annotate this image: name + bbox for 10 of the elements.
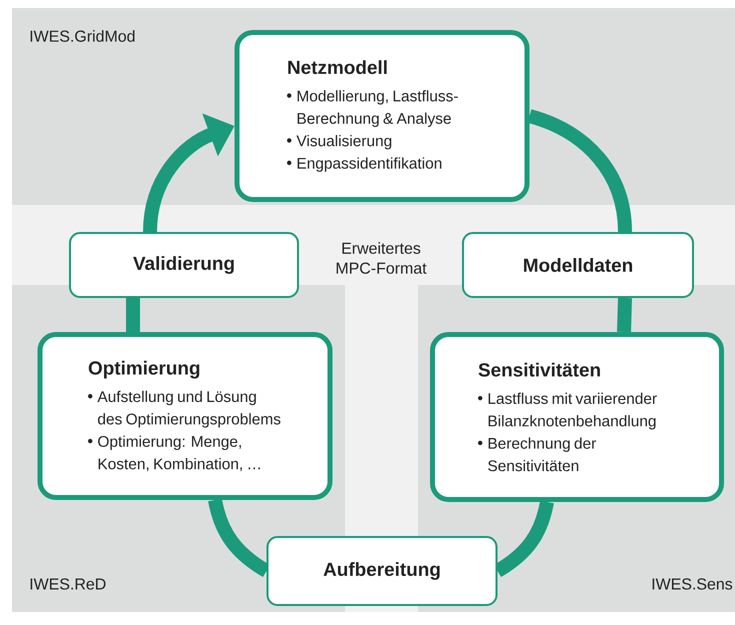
annotation-text: Erweitertes MPC-Format	[336, 242, 426, 274]
process-box: Optimierung Aufstellung und Lösung des Optimierungsproblems Optimierung: Menge, Kosten, Kombination, …	[38, 332, 332, 500]
annotation-text: IWES.Sens	[652, 578, 732, 590]
process-box: Netzmodell Modellierung, Lastfluss-Berechnung & Analyse Visualisierung Engpassidentifikation	[234, 30, 530, 202]
annotation-text: IWES.ReD	[30, 578, 106, 590]
process-box: Sensitivitäten Lastfluss mit variierender Bilanzknotenbehandlung Berechnung der Sensitivitäten	[430, 332, 724, 502]
step-box: Modelldaten	[462, 232, 694, 298]
step-box: Validierung	[69, 232, 299, 298]
step-box: Aufbereitung	[266, 536, 498, 606]
annotation-text: IWES.GridMod	[30, 30, 134, 42]
